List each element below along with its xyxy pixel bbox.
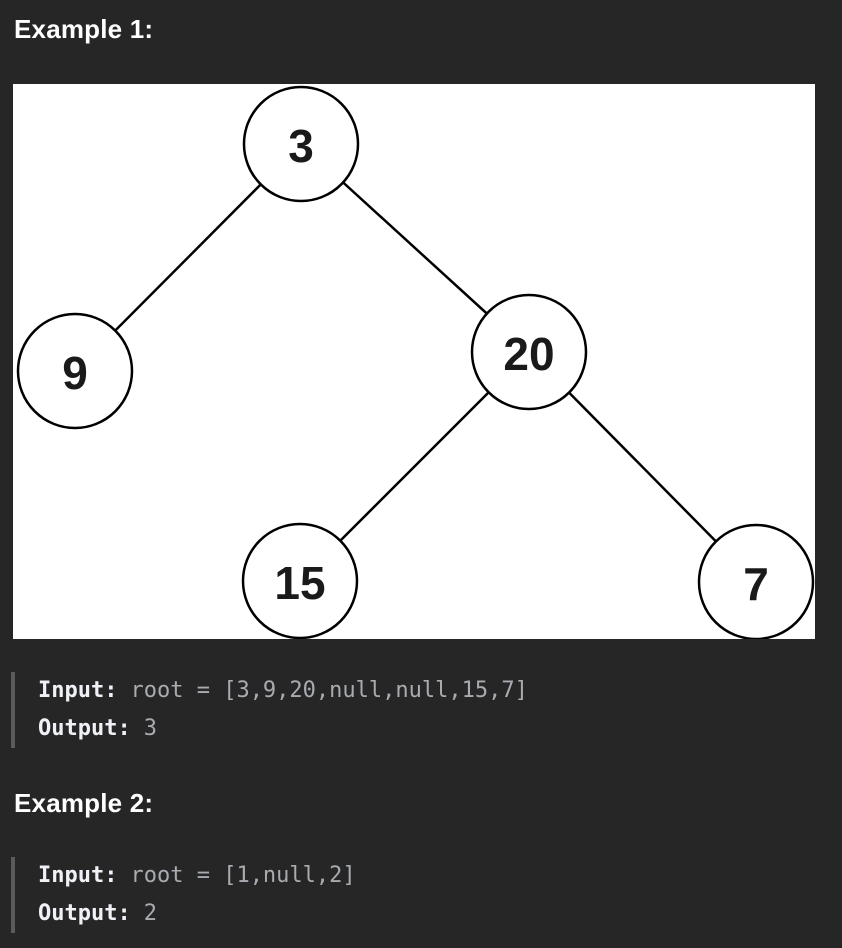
output-value: 2 (143, 901, 157, 926)
tree-node-circle (16, 312, 134, 430)
input-value: root = [1,null,2] (130, 863, 356, 888)
output-value: 3 (143, 716, 157, 741)
input-label: Input: (38, 863, 118, 888)
tree-node-circle (242, 85, 360, 203)
tree-node-label: 15 (274, 557, 325, 609)
tree-node-7: 7 (697, 523, 815, 639)
example-2-input-line: Input: root = [1,null,2] (38, 857, 356, 895)
tree-node-20: 20 (470, 293, 588, 411)
tree-node-circle (241, 522, 359, 639)
example-1-heading: Example 1: (14, 14, 154, 44)
example-1-output-line: Output: 3 (38, 710, 528, 748)
tree-node-label: 20 (503, 328, 554, 380)
input-label: Input: (38, 678, 118, 703)
example-2-heading: Example 2: (14, 788, 154, 818)
example-1-input-line: Input: root = [3,9,20,null,null,15,7] (38, 672, 528, 710)
example-2-output-line: Output: 2 (38, 895, 356, 933)
tree-node-label: 3 (288, 120, 314, 172)
tree-node-9: 9 (16, 312, 134, 430)
tree-node-circle (470, 293, 588, 411)
tree-node-3: 3 (242, 85, 360, 203)
tree-node-label: 9 (62, 347, 88, 399)
example-1-io-block: Input: root = [3,9,20,null,null,15,7] Outp… (11, 672, 528, 748)
tree-node-circle (697, 523, 815, 639)
example-2-io-block: Input: root = [1,null,2] Output: 2 (11, 857, 356, 933)
binary-tree-diagram-image: 3 9 20 15 7 (13, 84, 815, 639)
output-label: Output: (38, 901, 131, 926)
binary-tree-svg: 3 9 20 15 7 (16, 85, 815, 639)
output-label: Output: (38, 716, 131, 741)
tree-node-label: 7 (743, 558, 769, 610)
input-value: root = [3,9,20,null,null,15,7] (130, 678, 528, 703)
tree-node-15: 15 (241, 522, 359, 639)
